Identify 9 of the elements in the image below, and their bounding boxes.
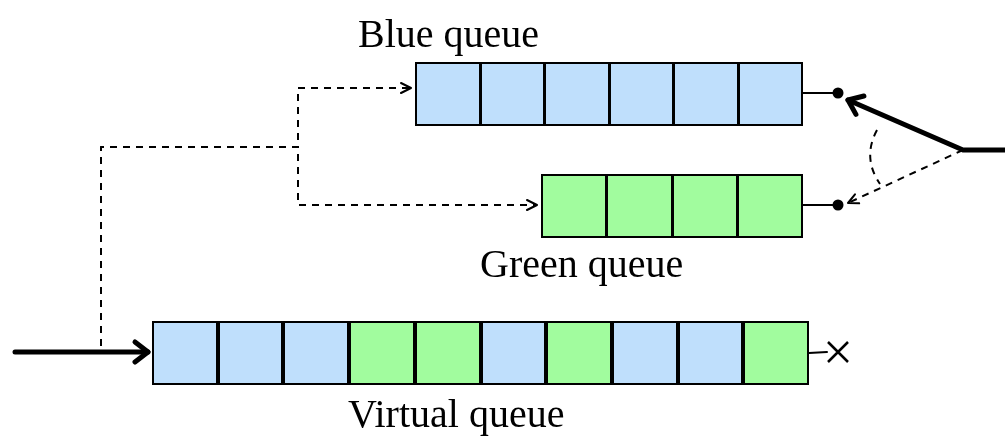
arrow bbox=[12, 339, 151, 365]
arrow bbox=[845, 93, 1005, 153]
queue-label: Blue queue bbox=[358, 14, 540, 54]
connector-line bbox=[808, 351, 828, 354]
drop-mark-icon bbox=[827, 341, 849, 363]
arrow bbox=[847, 149, 964, 205]
queue-label: Green queue bbox=[480, 244, 684, 284]
arrow bbox=[100, 146, 538, 347]
queue-label: Virtual queue bbox=[348, 394, 565, 434]
